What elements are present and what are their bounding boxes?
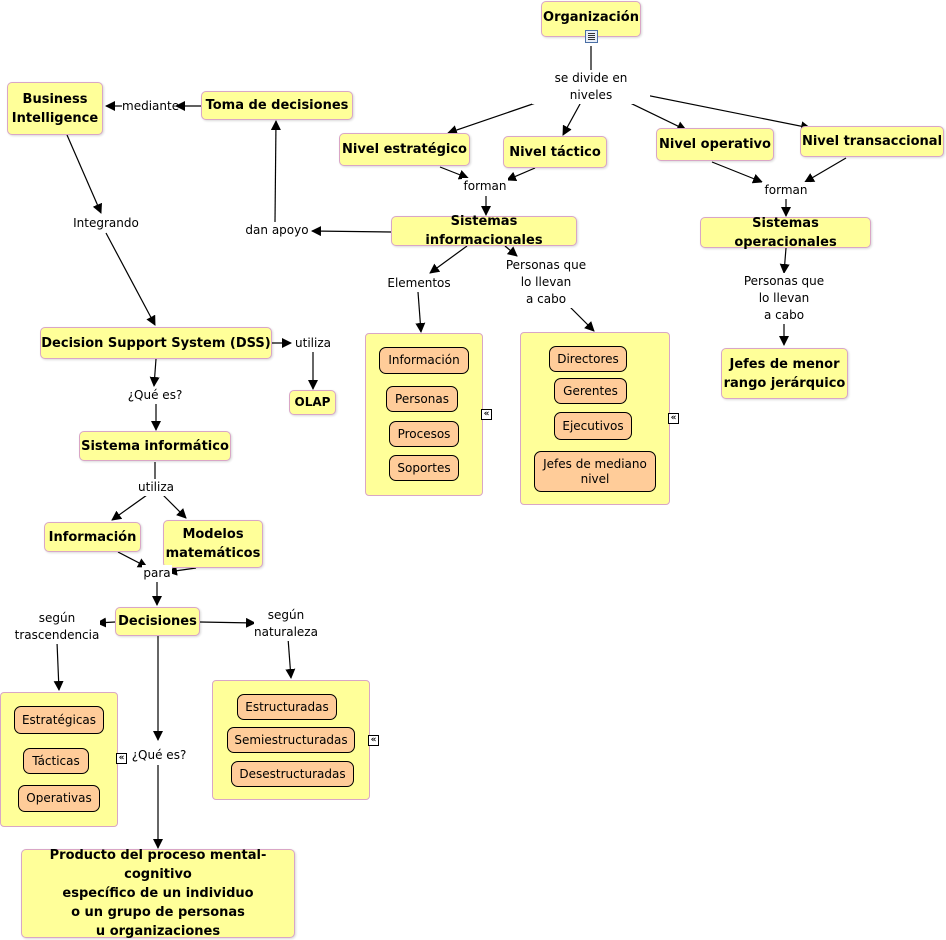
node-sistema-informatico[interactable]: Sistema informático	[79, 431, 231, 461]
node-dss[interactable]: Decision Support System (DSS)	[40, 327, 272, 359]
item-soportes[interactable]: Soportes	[389, 455, 459, 481]
item-semiestructuradas[interactable]: Semiestructuradas	[227, 727, 355, 753]
link-utiliza-sistema[interactable]: utiliza	[135, 479, 177, 496]
node-informacion[interactable]: Información	[44, 522, 141, 552]
item-jefes-mediano[interactable]: Jefes de mediano nivel	[534, 451, 656, 492]
item-ejecutivos[interactable]: Ejecutivos	[554, 412, 632, 440]
item-directores[interactable]: Directores	[549, 346, 627, 372]
link-dan-apoyo[interactable]: dan apoyo	[243, 222, 311, 239]
link-elementos[interactable]: Elementos	[387, 275, 451, 292]
link-que-es-decisiones[interactable]: ¿Qué es?	[128, 747, 190, 764]
link-se-divide-en-niveles[interactable]: se divide en niveles	[532, 70, 650, 104]
item-gerentes[interactable]: Gerentes	[554, 378, 627, 404]
link-segun-trascendencia[interactable]: según trascendencia	[14, 610, 100, 644]
item-operativas[interactable]: Operativas	[18, 785, 100, 812]
link-personas-operacionales[interactable]: Personas que lo llevan a cabo	[743, 273, 825, 324]
collapse-toggle-icon[interactable]: «	[116, 753, 127, 764]
collapse-toggle-icon[interactable]: «	[368, 735, 379, 746]
node-nivel-operativo[interactable]: Nivel operativo	[656, 128, 774, 161]
item-tacticas[interactable]: Tácticas	[23, 748, 89, 774]
node-nivel-estrategico[interactable]: Nivel estratégico	[339, 133, 470, 166]
link-mediante[interactable]: mediante	[122, 98, 180, 115]
node-olap[interactable]: OLAP	[289, 390, 336, 415]
node-nivel-transaccional[interactable]: Nivel transaccional	[800, 126, 944, 157]
link-forman-operacionales[interactable]: forman	[762, 182, 810, 199]
link-segun-naturaleza[interactable]: según naturaleza	[254, 607, 318, 641]
item-desestructuradas[interactable]: Desestructuradas	[231, 761, 354, 787]
link-que-es-dss[interactable]: ¿Qué es?	[124, 387, 186, 404]
item-estructuradas[interactable]: Estructuradas	[237, 694, 337, 720]
node-jefes-menor-rango[interactable]: Jefes de menor rango jerárquico	[721, 348, 848, 399]
document-icon[interactable]	[585, 30, 598, 43]
link-integrando[interactable]: Integrando	[72, 215, 140, 232]
node-sistemas-operacionales[interactable]: Sistemas operacionales	[700, 216, 871, 250]
node-producto[interactable]: Producto del proceso mental-cognitivo es…	[21, 848, 295, 939]
item-estrategicas[interactable]: Estratégicas	[14, 706, 104, 734]
collapse-toggle-icon[interactable]: «	[481, 409, 492, 420]
node-toma-de-decisiones[interactable]: Toma de decisiones	[201, 91, 353, 120]
item-personas[interactable]: Personas	[386, 386, 458, 412]
item-informacion[interactable]: Información	[379, 347, 469, 374]
link-forman-informacionales[interactable]: forman	[462, 178, 508, 195]
link-personas-informacionales[interactable]: Personas que lo llevan a cabo	[505, 257, 587, 308]
link-utiliza-olap[interactable]: utiliza	[292, 335, 334, 352]
link-para[interactable]: para	[142, 565, 172, 582]
node-sistemas-informacionales[interactable]: Sistemas informacionales	[391, 214, 577, 248]
node-nivel-tactico[interactable]: Nivel táctico	[503, 136, 607, 168]
node-modelos-matematicos[interactable]: Modelos matemáticos	[163, 520, 263, 568]
node-business-intelligence[interactable]: Business Intelligence	[7, 82, 103, 135]
node-decisiones[interactable]: Decisiones	[115, 607, 200, 636]
item-procesos[interactable]: Procesos	[389, 421, 459, 447]
collapse-toggle-icon[interactable]: «	[668, 413, 679, 424]
